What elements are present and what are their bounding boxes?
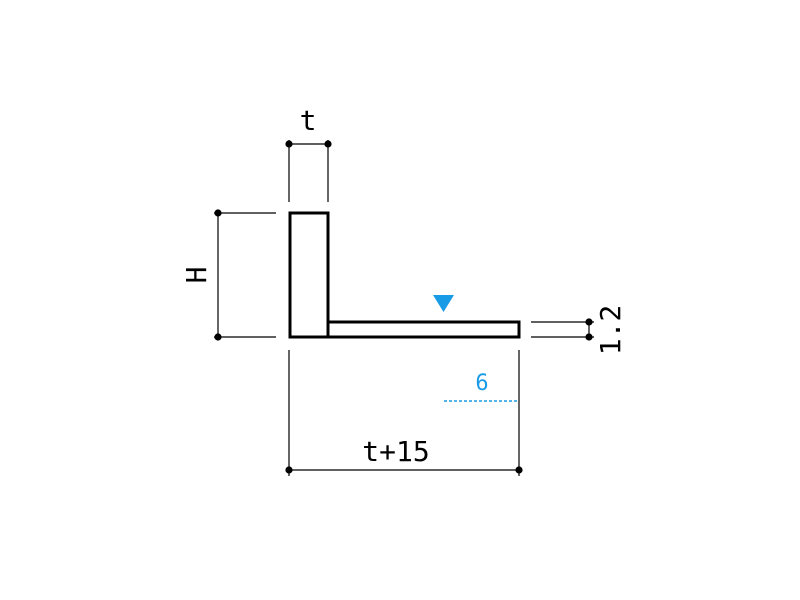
dimension-dot <box>214 333 222 341</box>
flange-thickness-dimension <box>531 318 594 341</box>
width-dimension <box>285 350 523 476</box>
dimension-dot <box>285 466 293 474</box>
dimension-dot <box>324 140 332 148</box>
thickness-label: t <box>300 104 317 137</box>
thickness-dimension <box>285 140 332 202</box>
height-label: H <box>180 267 213 284</box>
vertical-leg <box>288 211 330 339</box>
horizontal-leg <box>290 320 521 339</box>
height-dimension <box>214 209 276 341</box>
dimension-dot <box>585 318 593 326</box>
dimension-dot <box>585 333 593 341</box>
position-marker-icon <box>433 295 454 312</box>
width-label: t+15 <box>362 435 429 468</box>
flange-thickness-label: 1.2 <box>594 305 627 356</box>
dimension-dot <box>515 466 523 474</box>
profile-outline <box>288 211 521 339</box>
dimension-dot <box>214 209 222 217</box>
dimension-dot <box>285 140 293 148</box>
marker-distance-label: 6 <box>475 371 488 396</box>
